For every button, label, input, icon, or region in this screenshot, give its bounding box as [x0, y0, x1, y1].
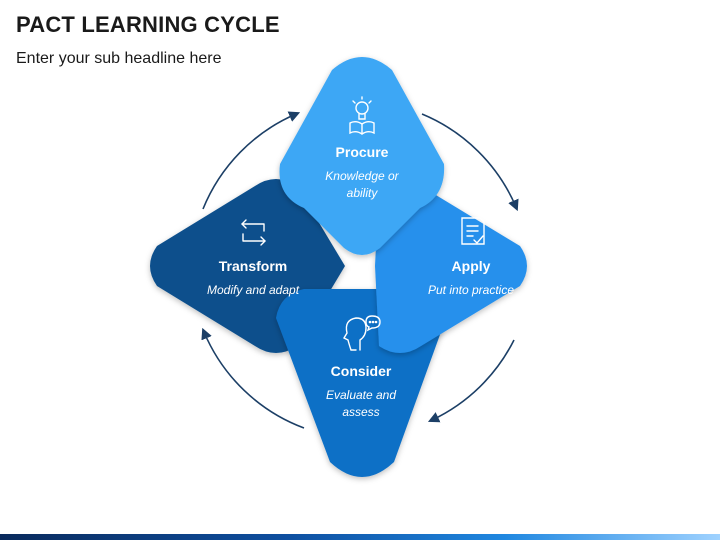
stage-transform: Transform Modify and adapt: [178, 258, 328, 299]
cycle-arrow-bottom-left: [201, 327, 305, 429]
stage-procure: Procure Knowledge or ability: [287, 144, 437, 202]
stage-consider-desc-2: assess: [342, 405, 380, 419]
page-subtitle: Enter your sub headline here: [16, 50, 222, 67]
cycle-arrow-top-left: [202, 111, 301, 210]
stage-apply: Apply Put into practice: [396, 258, 546, 299]
stage-apply-title: Apply: [451, 258, 491, 274]
head-thinking-icon: [343, 315, 381, 351]
exchange-arrows-icon: [241, 219, 266, 246]
stage-consider: Consider Evaluate and assess: [286, 363, 436, 421]
stage-consider-title: Consider: [330, 363, 392, 379]
stage-apply-shape: [375, 179, 527, 353]
stage-procure-shape: [279, 57, 445, 255]
stage-apply-desc-1: Put into practice: [427, 283, 515, 297]
footer-gradient-bar: [0, 534, 720, 540]
stage-transform-title: Transform: [218, 258, 288, 274]
stage-consider-desc-1: Evaluate and: [325, 388, 397, 402]
lightbulb-book-icon: [349, 96, 375, 135]
stage-procure-desc-1: Knowledge or: [325, 169, 399, 183]
cycle-arrow-bottom-right: [427, 339, 515, 423]
stage-procure-title: Procure: [335, 144, 389, 160]
cycle-arrow-top-right: [421, 113, 519, 212]
checklist-document-icon: [461, 217, 485, 245]
page-title: PACT LEARNING CYCLE: [16, 12, 280, 37]
stage-procure-desc-2: ability: [346, 186, 378, 200]
stage-transform-desc-1: Modify and adapt: [206, 283, 300, 297]
